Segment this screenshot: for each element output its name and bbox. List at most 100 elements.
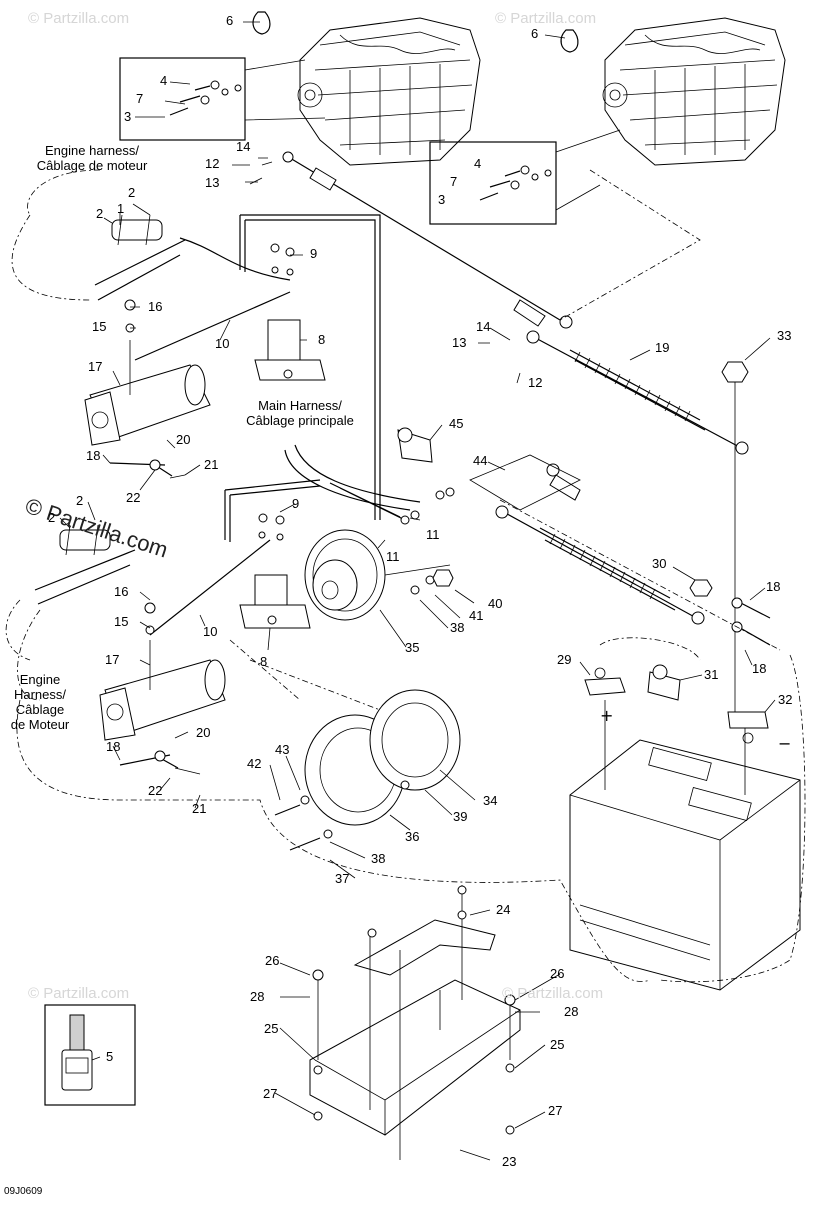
callout-7-right: 7 (450, 174, 458, 189)
callout-16-bottom: 16 (114, 584, 129, 599)
fastener-set-right (479, 165, 552, 201)
negative-terminal-symbol: − (778, 734, 792, 753)
main-harness-label: Main Harness/ Câblage principale (246, 398, 354, 428)
terminal-44 (546, 463, 581, 501)
callout-25-left: 25 (264, 1021, 279, 1036)
callout-38-top: 38 (450, 620, 465, 635)
callout-18-right-b: 18 (752, 661, 767, 676)
callout-17-bottom: 17 (105, 652, 120, 667)
callout-18-right-a: 18 (766, 579, 781, 594)
relay-1-bottom (59, 524, 111, 556)
callout-26-left: 26 (265, 953, 280, 968)
callout-17-top: 17 (88, 359, 103, 374)
terminal-cap-31 (647, 664, 681, 701)
callout-36: 36 (405, 829, 420, 844)
threadlocker-box (44, 1004, 136, 1106)
callout-13-mid: 13 (452, 335, 467, 350)
starter-motor-bottom (99, 659, 226, 741)
callout-3-right: 3 (438, 192, 446, 207)
callout-27-right: 27 (548, 1103, 563, 1118)
callout-15-bottom: 15 (114, 614, 129, 629)
callout-2-bottom-a: 2 (76, 493, 84, 508)
relay-1-top (111, 214, 163, 246)
nut-30 (689, 579, 713, 597)
battery (569, 739, 801, 991)
callout-39: 39 (453, 809, 468, 824)
callout-31: 31 (704, 667, 719, 682)
callout-1-top: 1 (117, 201, 125, 216)
nut-33 (721, 361, 749, 383)
callout-20-top: 20 (176, 432, 191, 447)
callout-10-bottom: 10 (203, 624, 218, 639)
watermark: © Partzilla.com (28, 985, 130, 1002)
callout-7-left: 7 (136, 91, 144, 106)
wire-relay-bottom (34, 549, 136, 605)
cable-30 (495, 505, 705, 625)
wire-10-top (134, 291, 291, 361)
positive-terminal-symbol: + (600, 706, 614, 725)
callout-42: 42 (247, 756, 262, 771)
fastener-group-box-left (119, 57, 246, 141)
callout-33: 33 (777, 328, 792, 343)
engine-right-illustration (602, 17, 786, 166)
callout-26-right: 26 (550, 966, 565, 981)
fastener-set-left (169, 80, 242, 116)
callout-4-left: 4 (160, 73, 168, 88)
callout-12-mid: 12 (528, 375, 543, 390)
callout-43: 43 (275, 742, 290, 757)
diagram-code: 09J0609 (4, 1186, 43, 1197)
starter-motor-top (84, 364, 211, 446)
callout-3-left: 3 (124, 109, 132, 124)
bracket-24 (353, 919, 496, 976)
callout-18-top: 18 (86, 448, 101, 463)
callout-2-top-b: 2 (96, 206, 104, 221)
callout-44: 44 (473, 453, 488, 468)
callout-34: 34 (483, 793, 498, 808)
battery-tray-23 (309, 979, 521, 1136)
fastener-group-box-right (429, 141, 557, 225)
watermark: © Partzilla.com (495, 10, 597, 27)
callout-11-b: 11 (386, 549, 400, 564)
callout-24: 24 (496, 902, 511, 917)
watermark: © Partzilla.com (502, 985, 604, 1002)
callout-19: 19 (655, 340, 670, 355)
callout-21-bottom: 21 (192, 801, 207, 816)
callout-40: 40 (488, 596, 503, 611)
cap-45 (397, 427, 433, 463)
callout-18-bottom: 18 (106, 739, 121, 754)
callout-22-top: 22 (126, 490, 141, 505)
flywheel-35 (304, 529, 386, 621)
callout-28-left: 28 (250, 989, 265, 1004)
cable-19 (526, 330, 749, 455)
detail-box-44 (469, 454, 581, 511)
main-harness-wires (284, 444, 421, 511)
callout-15-top: 15 (92, 319, 107, 334)
solenoid-8-bottom (239, 574, 311, 629)
wire-loop-top (240, 214, 381, 520)
callout-32: 32 (778, 692, 793, 707)
callout-29: 29 (557, 652, 572, 667)
callout-13-top: 13 (205, 175, 220, 190)
callout-5: 5 (106, 1049, 114, 1064)
callout-2-top-a: 2 (128, 185, 136, 200)
callout-16-top: 16 (148, 299, 163, 314)
watermark: © Partzilla.com (28, 10, 130, 27)
terminal-clamp-29 (584, 667, 626, 696)
callout-9-top: 9 (310, 246, 318, 261)
callout-4-right: 4 (474, 156, 482, 171)
callout-35: 35 (405, 640, 420, 655)
engine-left-illustration (297, 17, 481, 166)
clamp-6-left (252, 11, 271, 35)
wire-18-bottom (119, 754, 179, 769)
terminal-clamp-32 (727, 711, 769, 744)
callout-28-right: 28 (564, 1004, 579, 1019)
callout-10-top: 10 (215, 336, 230, 351)
callout-20-bottom: 20 (196, 725, 211, 740)
callout-11-a: 11 (426, 527, 440, 542)
callout-9-bottom: 9 (292, 496, 300, 511)
callout-14-top: 14 (236, 139, 251, 154)
clamp-6-right (560, 29, 579, 53)
solenoid-8-top (254, 319, 326, 381)
